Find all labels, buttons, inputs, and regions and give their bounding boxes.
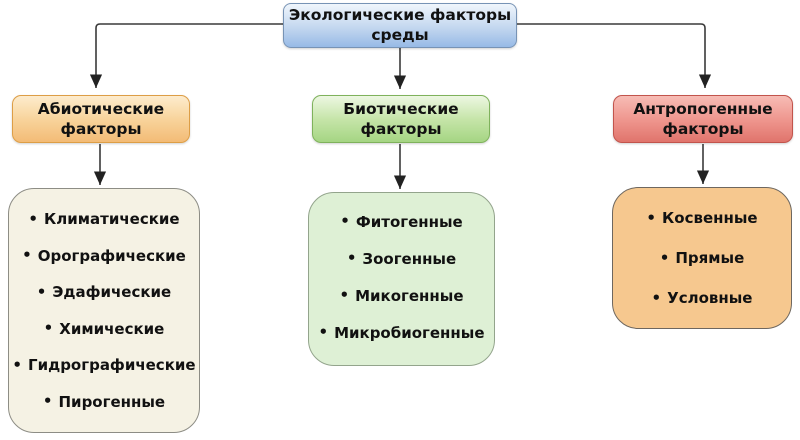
- bullet-icon: •: [43, 319, 54, 338]
- connector-root-to-abiotic: [89, 23, 283, 88]
- bullet-icon: •: [339, 286, 350, 304]
- bullet-icon: •: [346, 249, 357, 267]
- list-item-label: Зоогенные: [362, 249, 457, 268]
- list-item: • Прямые: [615, 249, 789, 267]
- list-item: • Гидрографические: [11, 356, 197, 374]
- bullet-icon: •: [659, 248, 670, 267]
- list-item-label: Орографические: [37, 246, 186, 265]
- list-item-label: Косвенные: [662, 209, 758, 227]
- bullet-icon: •: [42, 392, 53, 411]
- bullet-icon: •: [646, 208, 656, 227]
- list-item: • Климатические: [11, 210, 197, 228]
- list-box-biotic: • Фитогенные • Зоогенные • Микогенные • …: [308, 192, 495, 366]
- list-item-label: Фитогенные: [355, 212, 463, 231]
- bullet-icon: •: [28, 209, 38, 228]
- bullet-icon: •: [22, 246, 32, 265]
- list-item: • Зоогенные: [311, 250, 492, 268]
- category-node-anthropogenic: Антропогенные факторы: [613, 95, 793, 143]
- list-item-label: Условные: [667, 289, 753, 307]
- list-item: • Фитогенные: [311, 213, 492, 231]
- connector-root-to-anthropogenic: [517, 23, 712, 88]
- bullet-icon: •: [318, 323, 329, 341]
- list-item-label: Гидрографические: [28, 356, 196, 375]
- list-item: • Микогенные: [311, 287, 492, 305]
- category-node-biotic: Биотические факторы: [312, 95, 490, 143]
- root-node-label: Экологические факторы среды: [288, 5, 512, 44]
- category-label-anthropogenic: Антропогенные факторы: [633, 99, 773, 138]
- list-item-label: Микробиогенные: [334, 323, 485, 342]
- bullet-icon: •: [651, 288, 662, 307]
- list-item-label: Эдафические: [52, 283, 172, 302]
- list-item-label: Химические: [59, 319, 165, 338]
- bullet-icon: •: [12, 355, 23, 374]
- category-label-abiotic: Абиотические факторы: [37, 99, 165, 138]
- root-node-ecological-factors: Экологические факторы среды: [283, 3, 517, 48]
- list-item: • Эдафические: [11, 283, 197, 301]
- list-item-label: Климатические: [44, 210, 180, 229]
- list-item: • Химические: [11, 320, 197, 338]
- list-item: • Микробиогенные: [311, 324, 492, 342]
- list-item-label: Пирогенные: [58, 392, 166, 411]
- list-item: • Косвенные: [615, 209, 789, 227]
- list-item: • Орографические: [11, 247, 197, 265]
- bullet-icon: •: [340, 212, 350, 230]
- list-item-label: Микогенные: [355, 286, 464, 305]
- list-item: • Пирогенные: [11, 393, 197, 411]
- list-item-label: Прямые: [675, 249, 745, 267]
- category-label-biotic: Биотические факторы: [343, 99, 459, 138]
- category-node-abiotic: Абиотические факторы: [12, 95, 190, 143]
- list-box-anthropogenic: • Косвенные • Прямые • Условные: [612, 187, 792, 329]
- list-item: • Условные: [615, 289, 789, 307]
- list-box-abiotic: • Климатические • Орографические • Эдафи…: [8, 188, 200, 433]
- bullet-icon: •: [36, 282, 47, 301]
